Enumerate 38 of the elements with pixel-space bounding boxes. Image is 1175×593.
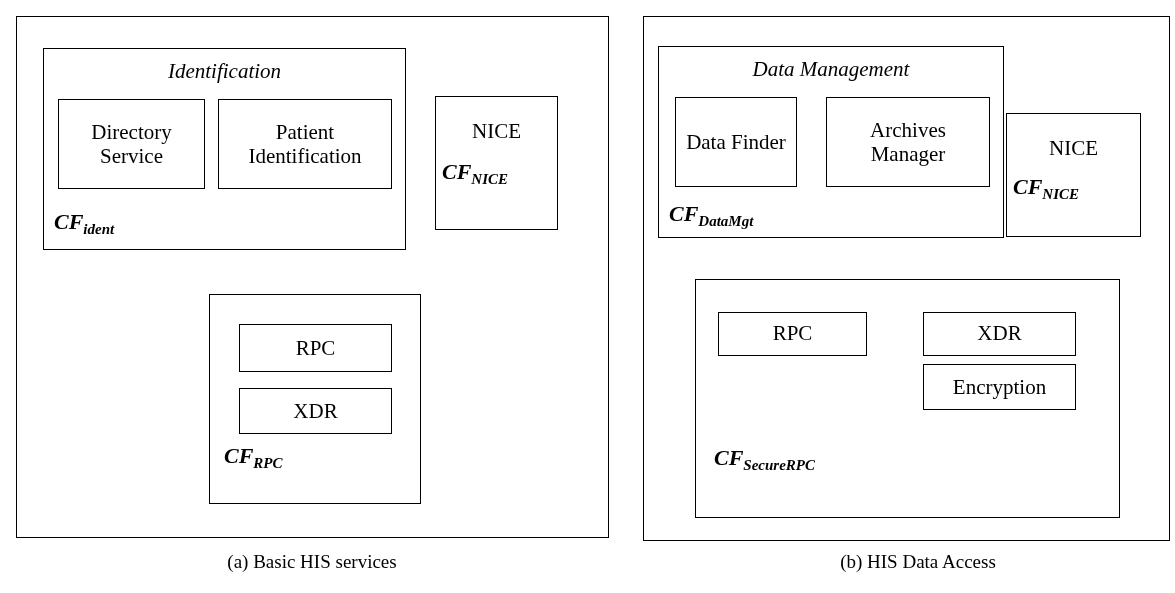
component-label: CF$_{NICE}$ — [1013, 174, 1080, 204]
box-label: Data Finder — [685, 130, 787, 154]
box-label: Directory Service — [90, 120, 173, 168]
component-box — [923, 312, 1076, 356]
component-label: CF$_{NICE}$ — [442, 159, 509, 189]
box-label: RPC — [771, 321, 814, 345]
component-box — [218, 99, 392, 189]
box-label: NICE — [1048, 136, 1099, 160]
component-label: CF$_{ident}$ — [54, 209, 115, 239]
component-label: CF$_{DataMgt}$ — [669, 201, 754, 231]
box-label: Archives Manager — [869, 118, 947, 166]
box-label: Patient Identification — [247, 120, 363, 168]
component-box — [239, 324, 392, 372]
panel-caption: (b) HIS Data Access — [840, 551, 996, 573]
container-box — [16, 16, 609, 538]
box-label: NICE — [471, 119, 522, 143]
group-title: Data Management — [751, 57, 911, 81]
group-box — [43, 48, 406, 250]
component-box — [239, 388, 392, 434]
panel-caption: (a) Basic HIS services — [227, 551, 397, 573]
group-title: Identification — [166, 59, 283, 83]
group-box — [209, 294, 421, 504]
component-box — [675, 97, 797, 187]
component-box — [58, 99, 205, 189]
component-box — [826, 97, 990, 187]
component-label: CF$_{RPC}$ — [224, 443, 283, 473]
box-label: XDR — [292, 399, 339, 423]
component-box — [923, 364, 1076, 410]
component-box — [435, 96, 558, 230]
component-box — [718, 312, 867, 356]
group-box — [695, 279, 1120, 518]
box-label: Encryption — [951, 375, 1048, 399]
container-box — [643, 16, 1170, 541]
group-box — [658, 46, 1004, 238]
box-label: RPC — [294, 336, 337, 360]
component-box — [1006, 113, 1141, 237]
component-label: CF$_{SecureRPC}$ — [714, 445, 816, 475]
box-label: XDR — [976, 321, 1023, 345]
